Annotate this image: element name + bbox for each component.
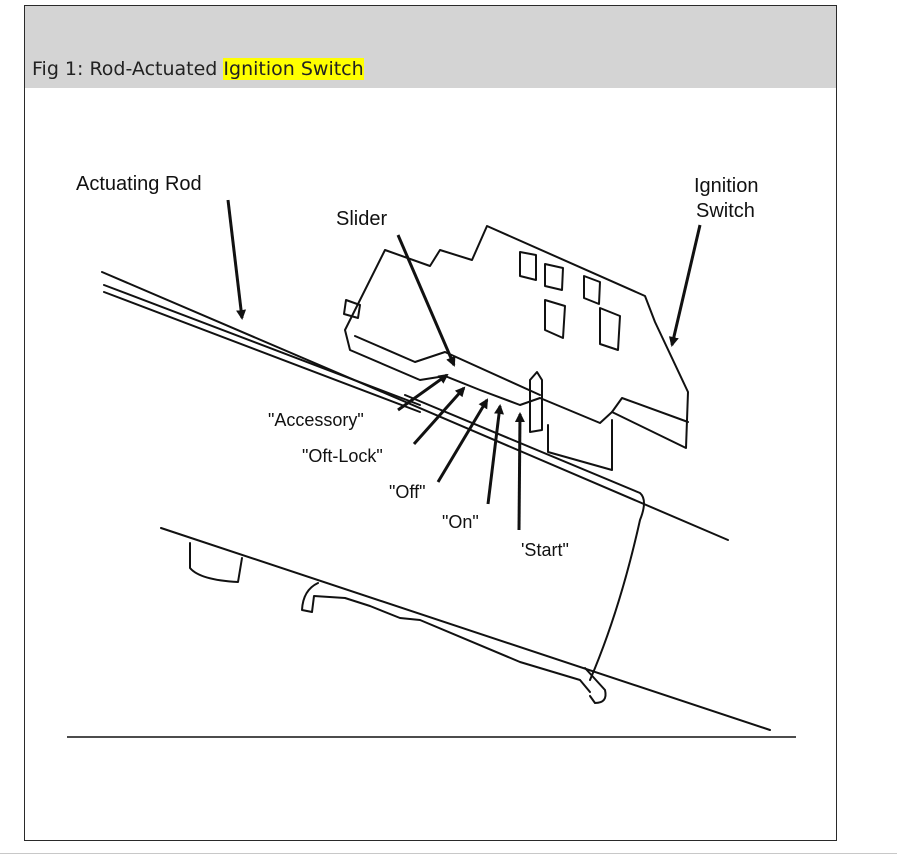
page-bottom-divider (0, 853, 897, 854)
column-tube-outline (404, 394, 645, 681)
label-off-lock: "Oft-Lock" (302, 446, 383, 466)
mounting-bracket (301, 582, 591, 693)
accessory-arrow (397, 373, 449, 412)
ignition-switch-body (344, 225, 689, 449)
column-lower-line (160, 527, 771, 731)
label-ignition-line1: Ignition (694, 175, 759, 197)
switch-body-inner (354, 335, 541, 396)
slider-arrow (396, 234, 456, 367)
switch-terminal-4 (544, 299, 566, 339)
label-accessory: "Accessory" (268, 410, 364, 430)
label-off: "Off" (389, 482, 425, 502)
caption-bar: Fig 1: Rod-Actuated Ignition Switch (25, 6, 836, 88)
switch-terminal-3 (583, 275, 601, 305)
switch-lower-block (547, 419, 613, 471)
label-ignition-line2: Switch (696, 200, 755, 222)
label-slider: Slider (336, 208, 387, 230)
column-rod-line-1 (103, 284, 421, 406)
actuating-rod-arrow (226, 199, 247, 320)
mount-ear (343, 299, 361, 319)
column-top-line (101, 271, 729, 541)
off-arrow (436, 398, 489, 483)
label-on: "On" (442, 512, 479, 532)
on-arrow (486, 404, 504, 505)
ignition-switch-arrow (668, 224, 702, 347)
bracket-hook (584, 667, 607, 704)
figure-frame: Fig 1: Rod-Actuated Ignition Switch (24, 5, 837, 841)
switch-face (611, 397, 689, 423)
column-rod-line-2 (103, 291, 421, 413)
switch-terminal-1 (519, 251, 537, 281)
off-lock-arrow (412, 386, 466, 445)
caption-highlight: Ignition Switch (223, 58, 364, 80)
slider-post (529, 371, 543, 433)
figure-caption: Fig 1: Rod-Actuated Ignition Switch (32, 58, 364, 80)
caption-prefix: Fig 1: Rod-Actuated (32, 58, 224, 80)
label-start: 'Start" (521, 540, 569, 560)
column-stub (189, 542, 243, 583)
label-actuating-rod: Actuating Rod (76, 173, 202, 195)
switch-terminal-5 (599, 307, 621, 351)
start-arrow (514, 412, 525, 531)
switch-terminal-2 (544, 263, 564, 291)
